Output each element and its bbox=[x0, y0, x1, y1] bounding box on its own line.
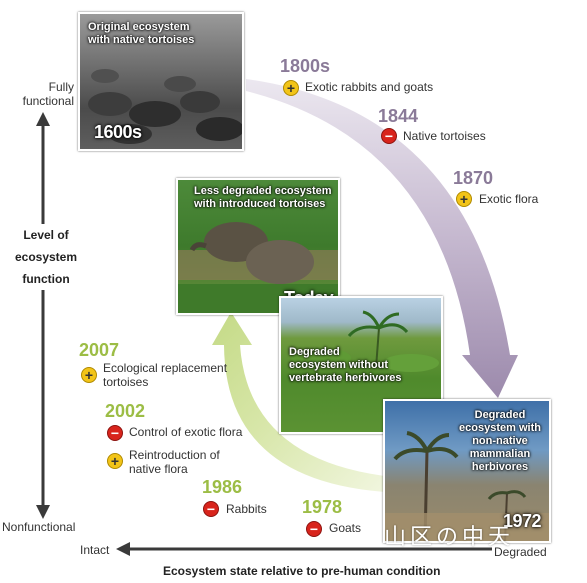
photo-1600s-year: 1600s bbox=[94, 122, 142, 142]
event-year-1986: 1986 bbox=[202, 477, 243, 497]
y-axis-arrow-down bbox=[36, 505, 50, 519]
watermark: 山区の中天 bbox=[384, 524, 515, 549]
y-axis-bottom-label: Nonfunctional bbox=[2, 520, 76, 534]
plus-icon: + bbox=[456, 191, 472, 207]
recovery-arrow bbox=[212, 312, 385, 492]
photo-today: Less degraded ecosystem with introduced … bbox=[176, 178, 340, 315]
event-text-exotic-flora: Exotic flora bbox=[479, 192, 539, 206]
y-axis-arrow-up bbox=[36, 112, 50, 126]
event-year-1978: 1978 bbox=[302, 497, 343, 517]
degraded-landscape-image bbox=[385, 431, 549, 541]
minus-icon: − bbox=[306, 521, 322, 537]
event-text-goats: Goats bbox=[329, 521, 362, 535]
plus-icon: + bbox=[81, 367, 97, 383]
photo-1600s: Original ecosystem with native tortoises… bbox=[78, 12, 244, 151]
minus-icon: − bbox=[107, 425, 123, 441]
x-axis-right-label: Degraded bbox=[494, 545, 547, 559]
event-text-native-tortoises: Native tortoises bbox=[403, 129, 486, 143]
plus-icon: + bbox=[283, 80, 299, 96]
vegetation-image bbox=[291, 310, 439, 372]
y-axis-top-label: Fully functional bbox=[22, 80, 74, 108]
event-text-replacement-tortoises: Ecological replacement tortoises bbox=[103, 361, 228, 389]
plus-icon: + bbox=[107, 453, 123, 469]
event-text-reintroduction-native-flora: Reintroduction of native flora bbox=[129, 448, 220, 476]
x-axis-left-label: Intact bbox=[80, 543, 110, 557]
event-text-exotic-rabbits-goats: Exotic rabbits and goats bbox=[305, 80, 434, 94]
y-axis-title: Level of ecosystem function bbox=[6, 224, 86, 290]
tortoise-herd-image bbox=[88, 69, 242, 144]
photo-1990s-caption: Degraded ecosystem without vertebrate he… bbox=[289, 346, 402, 384]
photo-today-caption: Less degraded ecosystem with introduced … bbox=[194, 185, 332, 210]
event-year-2002: 2002 bbox=[105, 401, 146, 421]
event-year-2007: 2007 bbox=[79, 340, 120, 360]
photo-1600s-caption: Original ecosystem with native tortoises bbox=[88, 21, 195, 46]
x-axis-arrow-left bbox=[116, 542, 130, 556]
photo-1972-year: 1972 bbox=[503, 511, 542, 531]
event-year-1800s: 1800s bbox=[280, 56, 331, 76]
minus-icon: − bbox=[381, 128, 397, 144]
photo-1990s: Degraded ecosystem without vertebrate he… bbox=[279, 296, 443, 434]
photo-1972-caption: Degraded ecosystem with non-native mamma… bbox=[459, 409, 541, 473]
event-text-rabbits: Rabbits bbox=[226, 502, 267, 516]
minus-icon: − bbox=[203, 501, 219, 517]
event-text-control-exotic-flora: Control of exotic flora bbox=[129, 425, 243, 439]
event-year-1870: 1870 bbox=[453, 168, 494, 188]
degradation-arrow bbox=[246, 79, 518, 398]
x-axis-title: Ecosystem state relative to pre-human co… bbox=[163, 564, 441, 578]
photo-1972: Degraded ecosystem with non-native mamma… bbox=[383, 399, 551, 543]
event-year-1844: 1844 bbox=[378, 106, 419, 126]
